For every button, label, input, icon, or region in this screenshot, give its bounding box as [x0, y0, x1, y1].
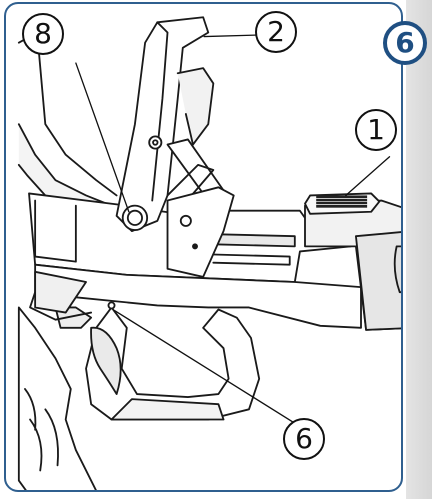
page-side-bar [406, 0, 432, 499]
trigger-guard-inner [110, 398, 225, 421]
rail-groove-2 [212, 253, 291, 266]
small-screw [107, 301, 116, 310]
rail-groove [212, 233, 296, 248]
callout-6: 6 [283, 418, 325, 460]
link-rod-2 [166, 163, 215, 207]
callout-2: 2 [255, 11, 297, 53]
left-lug [34, 270, 87, 314]
barrel [393, 245, 401, 294]
diagram-frame [4, 2, 403, 492]
lever-arm-edge [151, 21, 169, 202]
grip [17, 306, 97, 490]
hinge-block [166, 186, 235, 278]
step-number-badge: 6 [383, 21, 427, 65]
leader-8 [75, 62, 130, 213]
leader-1 [345, 156, 391, 197]
frame-lower-edge [29, 291, 93, 321]
callout-1: 1 [355, 109, 397, 151]
slide-block-front [354, 231, 401, 331]
lever-pivot-upper-inner [152, 139, 159, 146]
mechanism-illustration [17, 16, 401, 490]
leader-6 [113, 309, 303, 429]
trigger [90, 326, 122, 395]
callout-8: 8 [22, 13, 64, 55]
trigger-guard [85, 306, 261, 421]
rail-slot [34, 199, 77, 263]
lever-arm-bracket [176, 67, 215, 146]
